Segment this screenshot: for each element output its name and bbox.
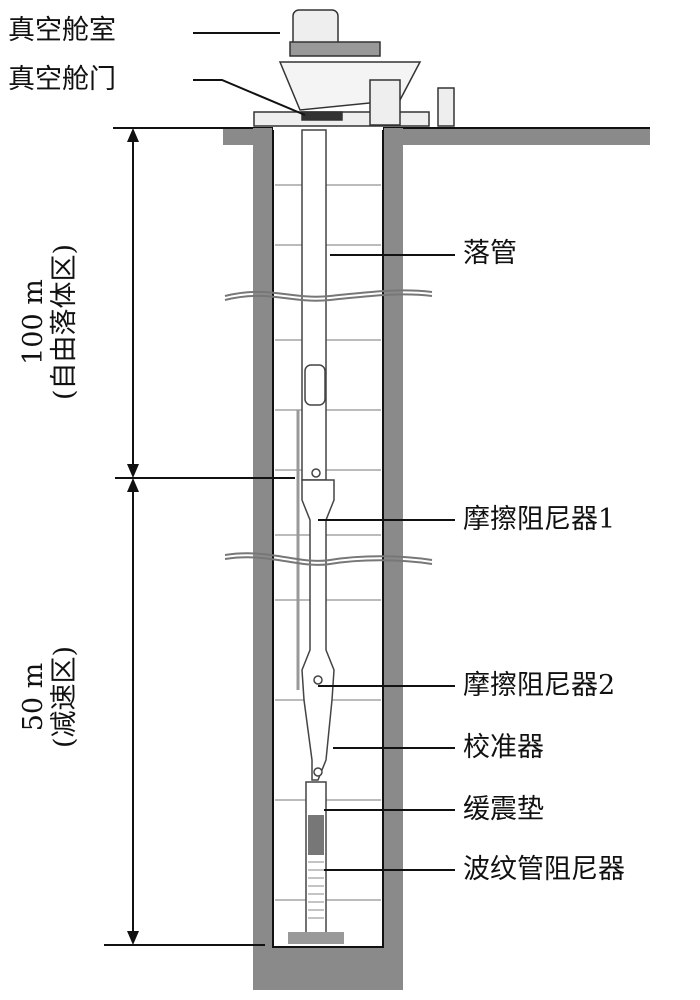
free-fall-zone: (自由落体区)	[49, 243, 81, 401]
label-vacuum-chamber: 真空舱室	[8, 15, 116, 46]
label-friction-damper-1: 摩擦阻尼器1	[463, 504, 616, 535]
cushion-block	[308, 815, 324, 855]
bellows-rings	[308, 861, 324, 919]
label-drop-tube: 落管	[463, 238, 517, 269]
label-bellows-damper: 波纹管阻尼器	[463, 854, 625, 885]
shaft-floor	[253, 947, 403, 990]
shaft-interior	[272, 127, 384, 948]
vacuum-chamber-structure	[253, 9, 455, 127]
dimension-deceleration-label: 50 m (减速区)	[18, 597, 82, 797]
label-vacuum-door: 真空舱门	[8, 64, 116, 95]
break-marks	[224, 289, 433, 566]
free-fall-length: 100 m	[18, 279, 49, 365]
label-cushion: 缓震垫	[463, 794, 544, 825]
shaft-frames	[275, 184, 381, 901]
label-friction-damper-2: 摩擦阻尼器2	[463, 670, 616, 701]
deceleration-zone: (减速区)	[49, 645, 81, 749]
dimension-free-fall-label: 100 m (自由落体区)	[18, 222, 82, 422]
base-fixture	[288, 932, 344, 944]
drop-tube	[301, 129, 335, 943]
deceleration-length: 50 m	[18, 662, 49, 732]
leader-lines	[193, 32, 455, 871]
dimension-lines	[104, 127, 295, 946]
label-calibrator: 校准器	[463, 732, 544, 763]
dimension-arrows	[127, 128, 139, 945]
shaft-wall-right	[383, 128, 403, 990]
